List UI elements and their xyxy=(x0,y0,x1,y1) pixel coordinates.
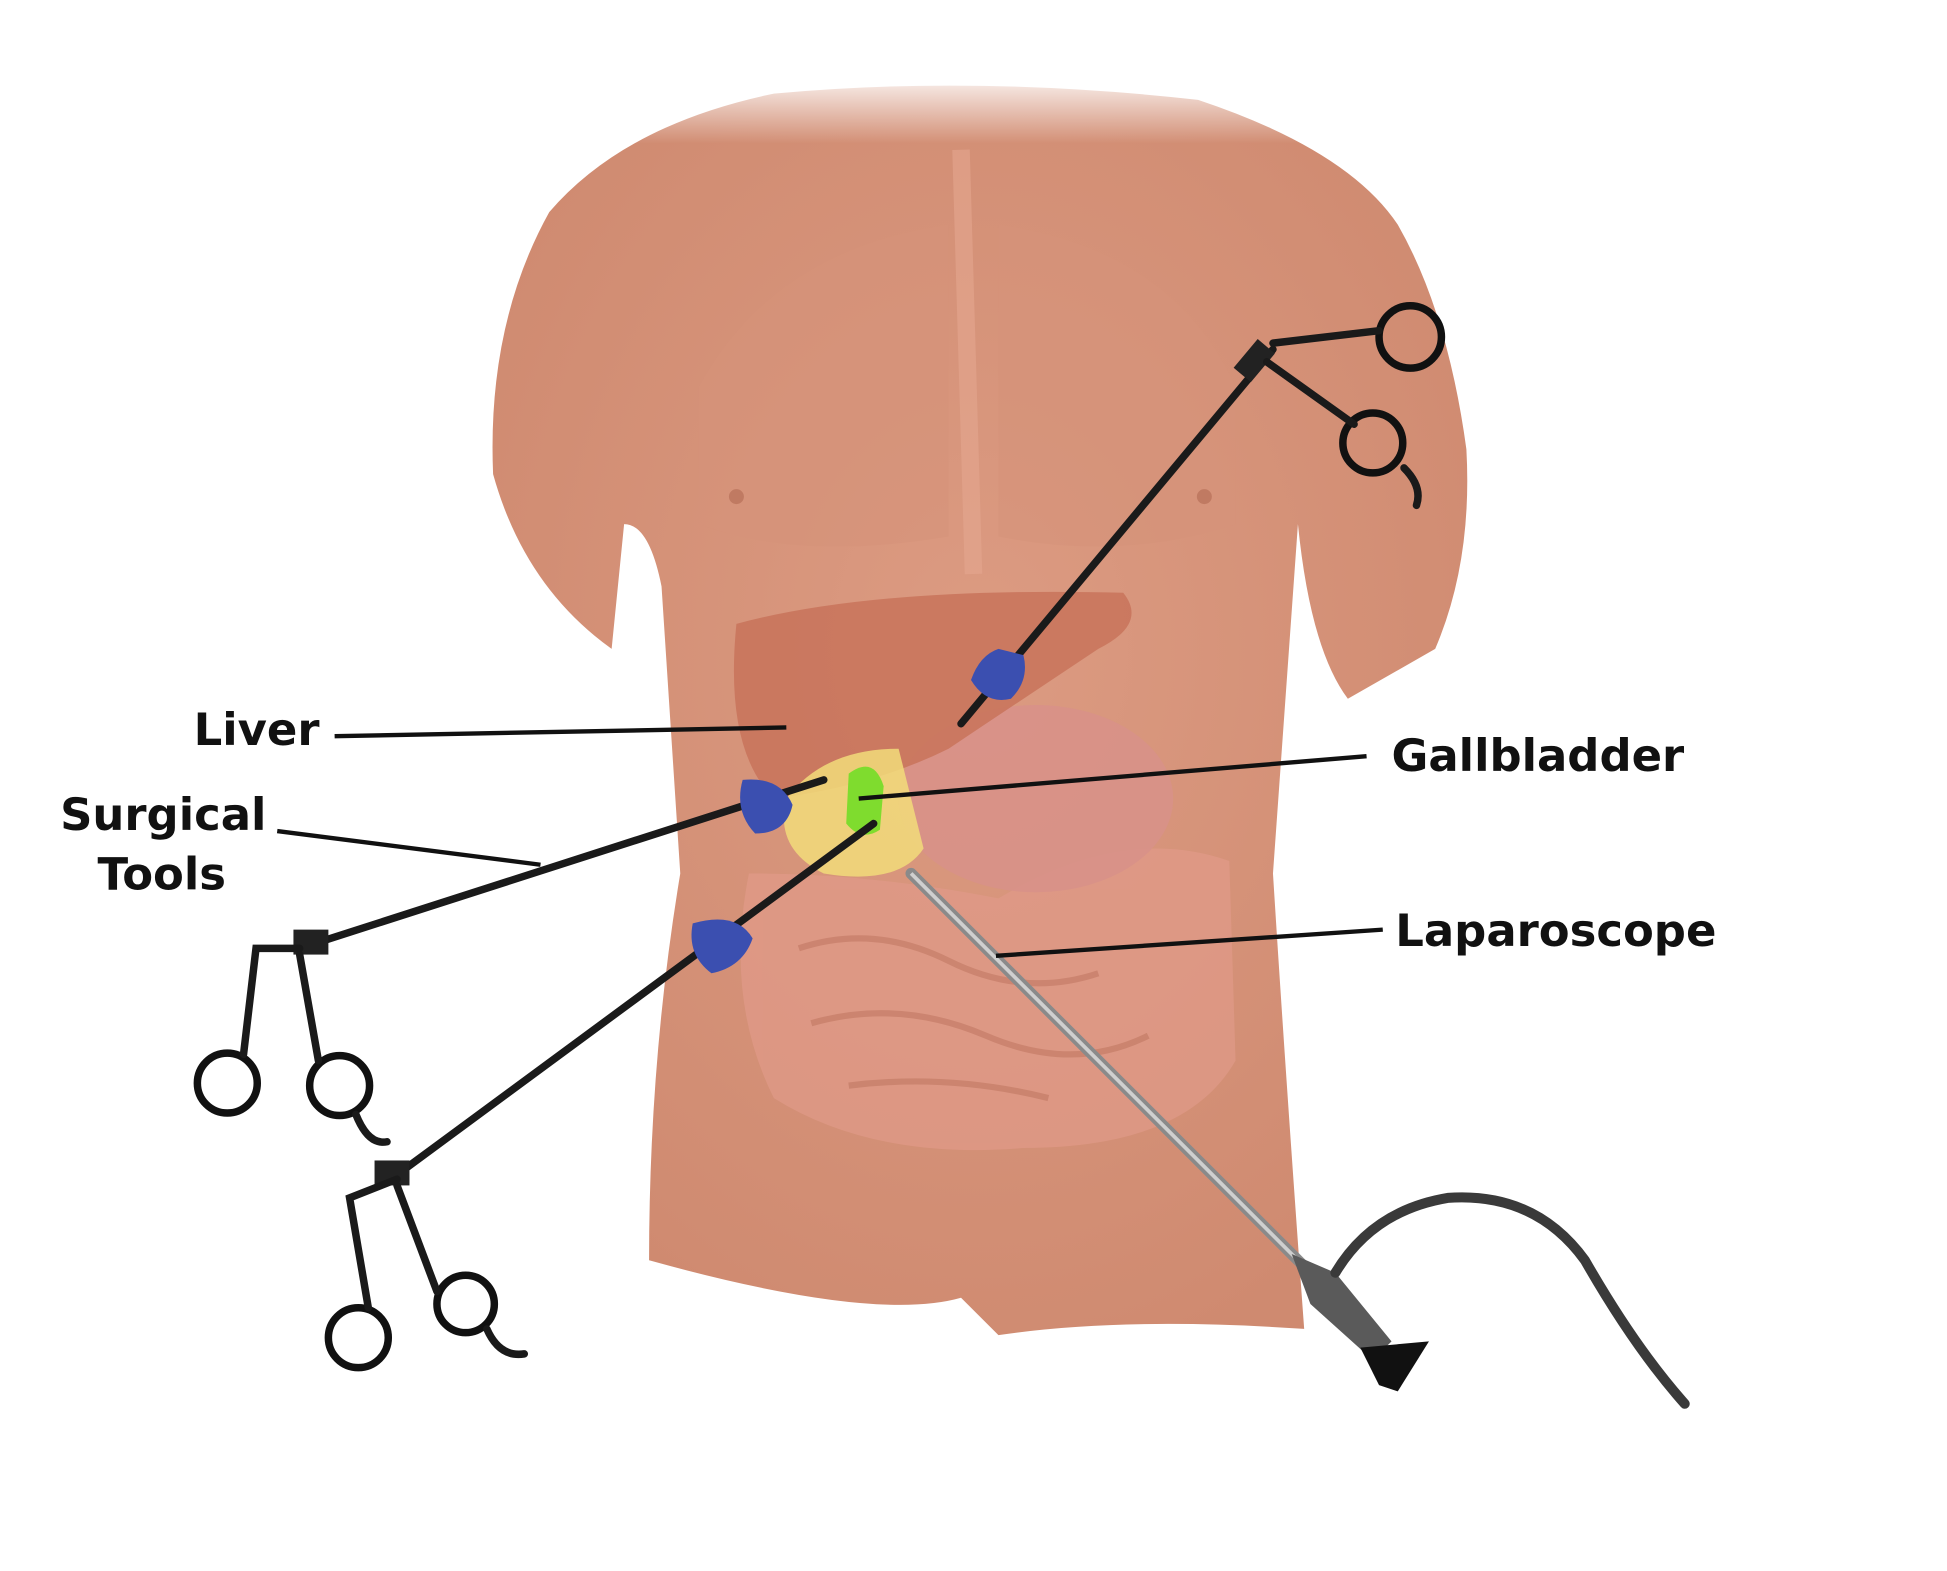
stomach xyxy=(898,705,1174,893)
laparoscope-label: Laparoscope xyxy=(1395,904,1716,957)
label-gallbladder: Gallbladder xyxy=(858,729,1686,801)
surgical-tools-label-line1: Surgical xyxy=(60,788,266,841)
label-laparoscope: Laparoscope xyxy=(995,904,1716,959)
label-surgical-tools: Surgical Tools xyxy=(60,788,541,901)
gallbladder xyxy=(846,766,884,835)
surgical-tool-middle-left xyxy=(193,776,828,1146)
label-liver: Liver xyxy=(194,703,787,756)
liver-label: Liver xyxy=(194,703,321,756)
laparoscope xyxy=(905,867,1690,1409)
surgical-tool-upper-right xyxy=(957,301,1446,728)
surgical-tools-label-line2: Tools xyxy=(98,848,227,901)
surgical-tool-lower-left xyxy=(324,819,878,1372)
gallbladder-label: Gallbladder xyxy=(1392,729,1686,782)
